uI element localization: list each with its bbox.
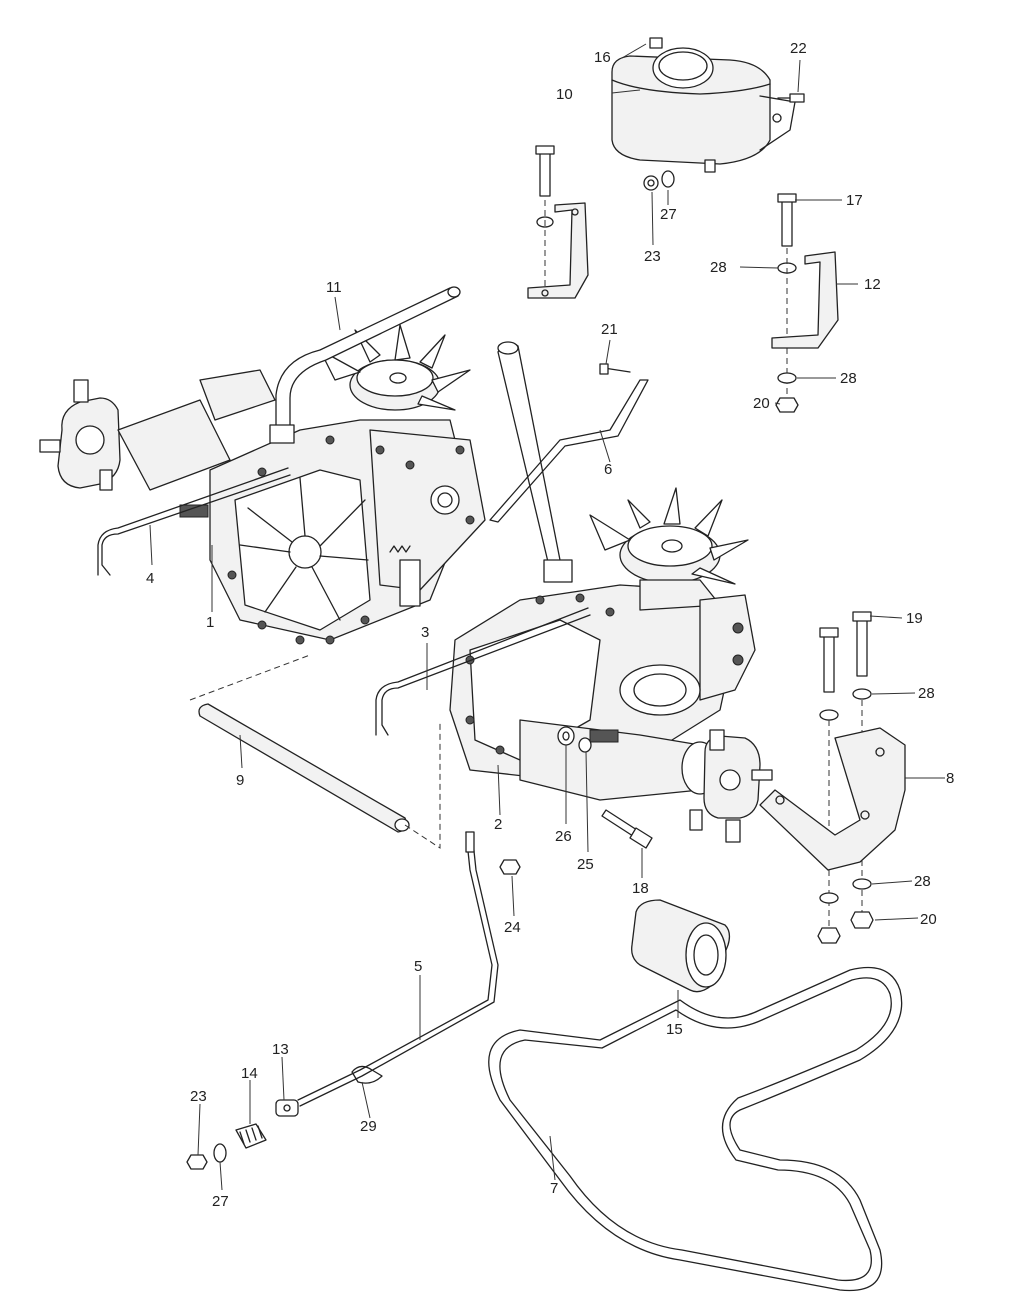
tube-9 xyxy=(189,654,441,849)
bracket-8 xyxy=(759,611,906,944)
rod-4 xyxy=(97,467,291,576)
callout-5: 5 xyxy=(414,958,422,975)
washer-25 xyxy=(578,737,592,753)
callout-2: 2 xyxy=(494,816,502,833)
reservoir-mount-screw xyxy=(777,93,805,103)
rod-5 xyxy=(297,831,499,1107)
callout-18: 18 xyxy=(632,880,649,897)
callout-28b: 28 xyxy=(840,370,857,387)
callout-16: 16 xyxy=(594,49,611,66)
callout-11: 11 xyxy=(326,279,342,296)
rod-6 xyxy=(489,363,649,523)
callout-20b: 20 xyxy=(920,911,937,928)
left-mount-bracket xyxy=(527,145,589,299)
callout-21: 21 xyxy=(601,321,618,338)
callout-28a: 28 xyxy=(710,259,727,276)
callout-25: 25 xyxy=(577,856,594,873)
callout-28c: 28 xyxy=(918,685,935,702)
callout-10: 10 xyxy=(556,86,573,103)
callout-19: 19 xyxy=(906,610,923,627)
spring-14 xyxy=(235,1123,267,1149)
reservoir-tank xyxy=(611,37,796,173)
callout-22: 22 xyxy=(790,40,807,57)
callout-3: 3 xyxy=(421,624,429,641)
callout-12: 12 xyxy=(864,276,881,293)
callout-26: 26 xyxy=(555,828,572,845)
callout-14: 14 xyxy=(241,1065,258,1082)
callout-4: 4 xyxy=(146,570,154,587)
clip-29 xyxy=(351,1065,383,1084)
trunnion-13 xyxy=(275,1099,299,1117)
leader-lines xyxy=(149,43,945,1191)
callout-1: 1 xyxy=(206,614,214,631)
washer-27-lower xyxy=(213,1143,227,1163)
nut-23-lower xyxy=(186,1154,208,1170)
reservoir-hardware xyxy=(643,170,675,191)
callout-17: 17 xyxy=(846,192,863,209)
callout-13: 13 xyxy=(272,1041,289,1058)
nut-24 xyxy=(499,859,521,875)
transaxle-1 xyxy=(39,286,486,645)
callout-labels: 16 10 22 27 23 17 28 12 28 20 21 6 11 4 … xyxy=(146,40,954,1210)
bolt-18 xyxy=(601,809,653,849)
oil-filter-15 xyxy=(631,899,731,993)
callout-23b: 23 xyxy=(190,1088,207,1105)
callout-28d: 28 xyxy=(914,873,931,890)
callout-6: 6 xyxy=(604,461,612,478)
bracket-12 xyxy=(771,193,839,413)
callout-29: 29 xyxy=(360,1118,377,1135)
callout-27a: 27 xyxy=(660,206,677,223)
callout-9: 9 xyxy=(236,772,244,789)
callout-27b: 27 xyxy=(212,1193,229,1210)
drive-belt-7 xyxy=(488,966,903,1292)
washer-26 xyxy=(557,726,575,746)
callout-8: 8 xyxy=(946,770,954,787)
callout-15: 15 xyxy=(666,1021,683,1038)
callout-20a: 20 xyxy=(753,395,770,412)
callout-24: 24 xyxy=(504,919,521,936)
rod-3 xyxy=(375,607,591,736)
callout-23a: 23 xyxy=(644,248,661,265)
callout-7: 7 xyxy=(550,1180,558,1197)
